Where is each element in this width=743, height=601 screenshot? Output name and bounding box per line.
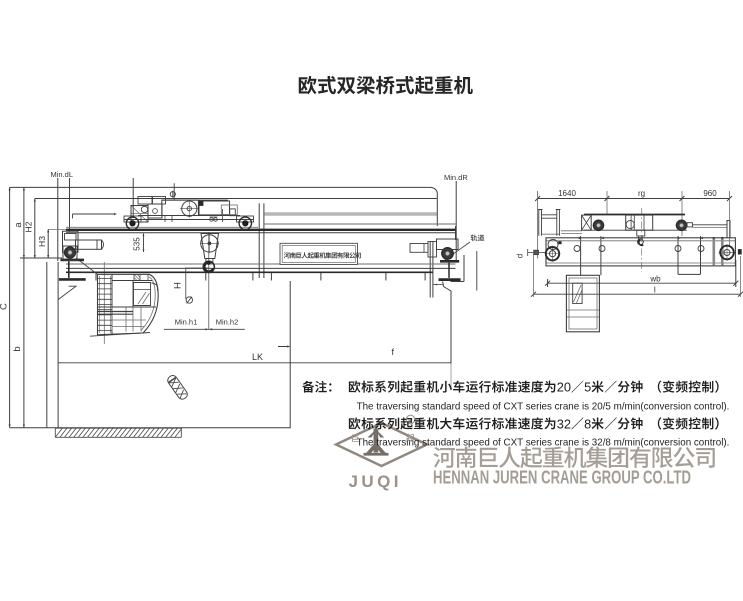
svg-text:The traversing standard speed: The traversing standard speed of CXT ser…	[357, 402, 730, 413]
svg-text:l: l	[654, 285, 656, 295]
svg-text:32: 32	[557, 416, 571, 431]
svg-text:f: f	[392, 347, 395, 357]
svg-text:Min.h2: Min.h2	[216, 318, 239, 327]
svg-text:Min.dR: Min.dR	[444, 173, 468, 182]
svg-text:1640: 1640	[558, 189, 576, 198]
svg-text:wb: wb	[649, 275, 661, 284]
svg-text:d: d	[516, 254, 525, 258]
svg-text:LK: LK	[252, 352, 263, 362]
svg-text:535: 535	[133, 237, 142, 251]
svg-text:8: 8	[584, 416, 591, 431]
svg-text:C: C	[0, 303, 10, 310]
svg-text:The traversing standard speed: The traversing standard speed of CXT ser…	[357, 437, 730, 448]
svg-text:b: b	[12, 346, 23, 351]
svg-text:960: 960	[703, 189, 717, 198]
svg-text:5: 5	[584, 380, 591, 395]
svg-text:H2: H2	[24, 221, 34, 232]
svg-text:JUQI: JUQI	[349, 472, 399, 491]
svg-text:Min.dL: Min.dL	[51, 170, 74, 179]
svg-text:rg: rg	[638, 189, 645, 198]
svg-text:a: a	[13, 222, 24, 228]
svg-text:H3: H3	[37, 236, 47, 247]
svg-text:Min.h1: Min.h1	[175, 318, 198, 327]
svg-text:H: H	[173, 282, 184, 289]
svg-text:HENNAN JUREN CRANE GROUP CO.LT: HENNAN JUREN CRANE GROUP CO.LTD	[433, 468, 691, 488]
svg-text:20: 20	[557, 380, 571, 395]
